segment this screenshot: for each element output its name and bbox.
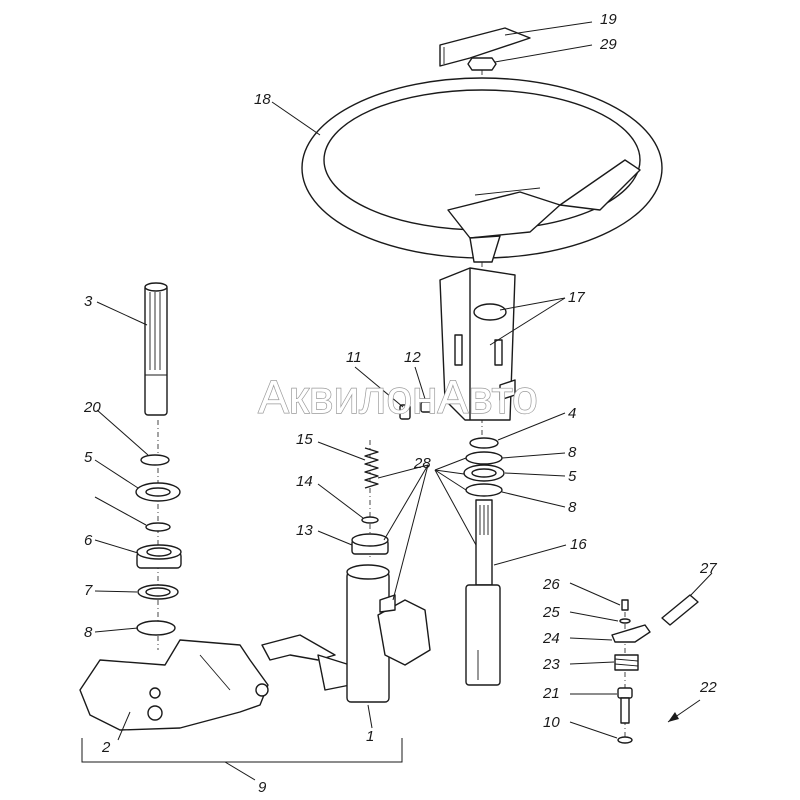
label-22: 22 xyxy=(699,679,717,696)
label-19: 19 xyxy=(600,11,617,28)
label-7: 7 xyxy=(84,582,93,599)
lower-bearing-stack xyxy=(135,454,182,636)
label-20: 20 xyxy=(83,399,101,416)
steering-wheel xyxy=(301,77,663,263)
steering-wheel-nut xyxy=(467,57,497,71)
label-26: 26 xyxy=(542,576,560,593)
label-18: 18 xyxy=(254,91,271,108)
label-8-left: 8 xyxy=(84,624,93,641)
label-8-upper: 8 xyxy=(568,444,577,461)
label-28: 28 xyxy=(413,455,431,472)
small-ring xyxy=(361,516,379,524)
label-29: 29 xyxy=(599,36,617,53)
label-16: 16 xyxy=(570,536,587,553)
lock-nut xyxy=(420,401,434,413)
column-tube xyxy=(261,564,431,703)
splined-shaft xyxy=(144,282,168,416)
label-12: 12 xyxy=(404,349,421,366)
label-6: 6 xyxy=(84,532,93,549)
label-8-lower: 8 xyxy=(568,499,577,516)
spring xyxy=(364,447,379,489)
bushing xyxy=(351,533,389,555)
label-13: 13 xyxy=(296,522,313,539)
label-11: 11 xyxy=(346,349,362,366)
mounting-bracket xyxy=(79,639,269,731)
column-upper-bracket xyxy=(439,267,516,421)
label-5-left: 5 xyxy=(84,449,93,466)
label-17: 17 xyxy=(568,289,585,306)
label-21: 21 xyxy=(542,685,560,702)
label-5-right: 5 xyxy=(568,468,577,485)
label-2: 2 xyxy=(101,739,111,756)
label-10: 10 xyxy=(543,714,560,731)
horn-cover-plate xyxy=(439,27,531,67)
label-25: 25 xyxy=(542,604,560,621)
direction-arrow xyxy=(667,699,701,723)
label-24: 24 xyxy=(542,630,560,647)
label-4: 4 xyxy=(568,405,576,422)
label-15: 15 xyxy=(296,431,313,448)
upper-steering-shaft xyxy=(465,499,501,686)
label-27: 27 xyxy=(699,560,717,577)
detent-assembly xyxy=(611,594,699,744)
label-3: 3 xyxy=(84,293,93,310)
label-14: 14 xyxy=(296,473,313,490)
watermark-text: АквилонАвто xyxy=(258,371,538,423)
label-9: 9 xyxy=(258,779,267,796)
leader-lines xyxy=(94,21,713,741)
label-1: 1 xyxy=(366,728,374,745)
label-23: 23 xyxy=(542,656,560,673)
group-bracket xyxy=(81,738,403,781)
bolt xyxy=(399,404,411,420)
upper-rings-stack xyxy=(463,437,505,497)
part-labels: 19 29 18 17 3 11 12 20 4 15 8 5 28 5 14 … xyxy=(83,11,717,796)
